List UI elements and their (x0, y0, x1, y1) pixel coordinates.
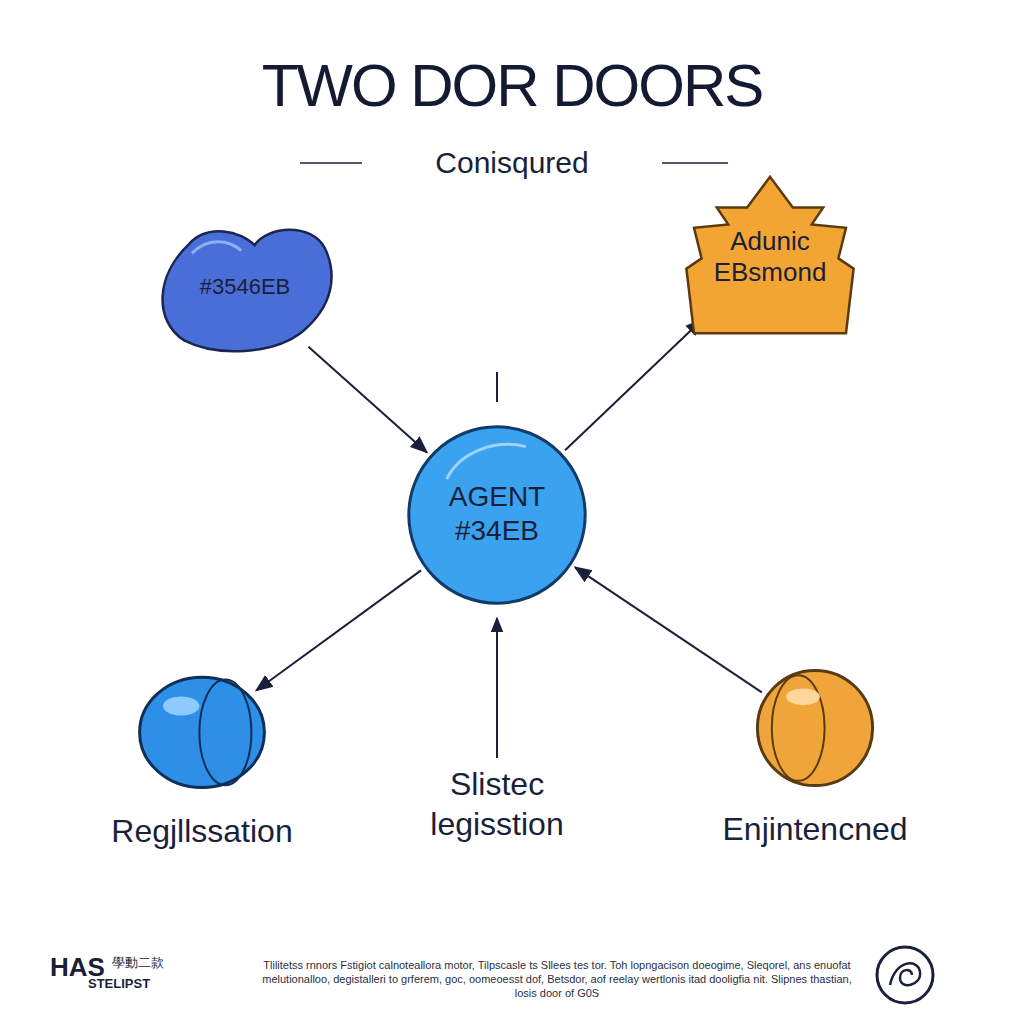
logo-cjk: 學動二款 (112, 955, 182, 971)
node-label: AGENT #34EB (432, 480, 562, 547)
footer-note: Tlilitetss rnnors Fstigiot calnoteallora… (262, 958, 852, 1000)
node-label: Adunic EBsmond (700, 226, 840, 288)
blob-node: #3546EB (150, 220, 340, 360)
subtitle: Conisqured (362, 146, 662, 180)
node-label: #3546EB (170, 274, 320, 300)
logo-subtext: STELIPST (88, 976, 178, 992)
ball-node-outline (137, 670, 267, 790)
house-node: Adunic EBsmond (675, 170, 865, 340)
tick-mark (496, 372, 498, 402)
connector-arrow (256, 570, 421, 690)
ball-node: Regjllssation (137, 670, 267, 790)
node-heading: Enjintencned (722, 810, 907, 848)
node-heading: Regjllssation (111, 812, 292, 850)
connector-arrow (565, 320, 702, 450)
agent-circle: AGENT #34EB (407, 425, 587, 605)
diagram-title: TWO DOR DOORS (0, 50, 1024, 122)
ball-node-outline (755, 668, 875, 788)
center-caption: Slistec legisstion (382, 764, 612, 844)
leader-line (496, 618, 498, 758)
connector-arrow (308, 347, 426, 453)
connector-arrow (575, 567, 762, 692)
logo-symbol (877, 947, 933, 1003)
ball-node: Enjintencned (755, 668, 875, 788)
